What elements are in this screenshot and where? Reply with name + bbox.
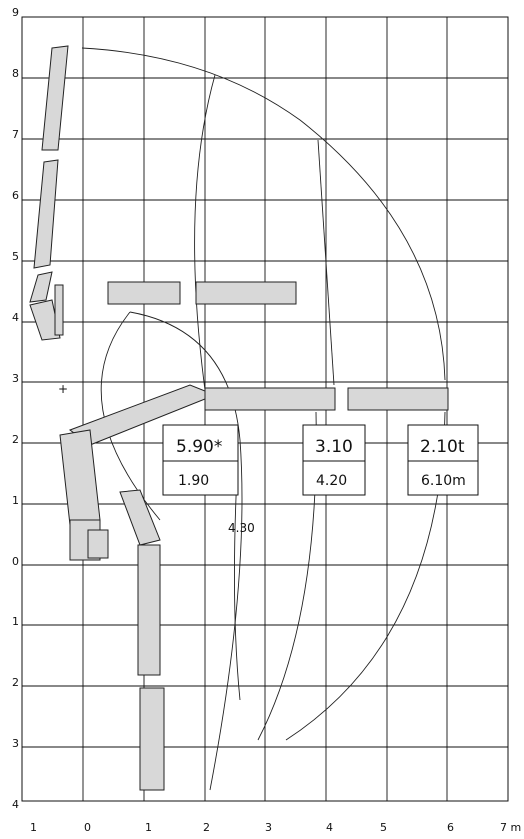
load-box-2: 3.10 4.20 (302, 424, 366, 496)
arc-4m-upper (317, 139, 335, 386)
origin-mark: + (58, 382, 68, 396)
x-tick: 3 (265, 821, 272, 834)
y-tick: 2 (12, 676, 19, 689)
load-box-1: 5.90* 1.90 (162, 424, 239, 496)
x-tick: 1 (30, 821, 37, 834)
y-tick: 3 (12, 737, 19, 750)
load-value: 2.10t (420, 437, 465, 457)
max-reach-arc (81, 47, 446, 381)
y-tick: 6 (12, 189, 19, 202)
crane-column (59, 429, 109, 561)
arc-low-1 (129, 311, 243, 791)
boom-stowed-vertical (29, 45, 69, 341)
arc-inner (194, 74, 216, 391)
x-tick: 6 (447, 821, 454, 834)
y-tick: 3 (12, 372, 19, 385)
load-value: 3.10 (315, 437, 353, 457)
y-tick: 4 (12, 798, 19, 811)
grid-lines (21, 16, 509, 802)
y-axis-labels: 9 8 7 6 5 4 3 2 1 0 1 2 3 4 (12, 6, 19, 811)
load-box-3: 2.10t 6.10m (407, 424, 479, 496)
reach-value: 6.10m (421, 473, 466, 489)
y-tick: 0 (12, 555, 19, 568)
x-tick: 5 (380, 821, 387, 834)
boom-main (68, 384, 449, 446)
x-tick: 0 (84, 821, 91, 834)
x-tick: 4 (326, 821, 333, 834)
y-tick: 9 (12, 6, 19, 19)
reach-value: 1.90 (178, 473, 209, 489)
x-tick: 1 (145, 821, 152, 834)
reach-value: 4.20 (316, 473, 347, 489)
boom-sections-upper (107, 281, 297, 305)
y-tick: 8 (12, 67, 19, 80)
y-tick: 7 (12, 128, 19, 141)
boom-hanging (119, 489, 165, 791)
y-tick: 4 (12, 311, 19, 324)
x-tick: 2 (203, 821, 210, 834)
reach-label-430: 4.30 (228, 521, 255, 535)
x-tick: 7 m (500, 821, 521, 834)
y-tick: 5 (12, 250, 19, 263)
y-tick: 1 (12, 494, 19, 507)
y-tick: 1 (12, 615, 19, 628)
x-axis-labels: 1 0 1 2 3 4 5 6 7 m (30, 821, 521, 834)
load-value: 5.90* (176, 437, 222, 457)
y-tick: 2 (12, 433, 19, 446)
